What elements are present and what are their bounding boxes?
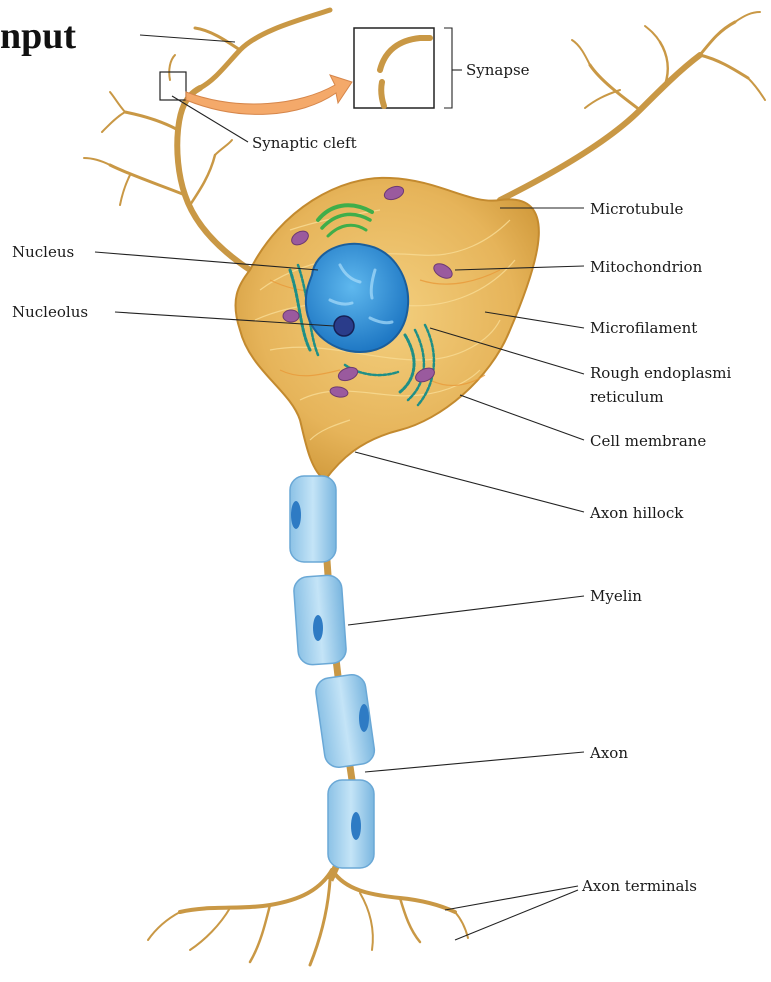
label-nucleus: Nucleus <box>12 243 74 261</box>
label-axon: Axon <box>589 744 628 762</box>
myelin-segment <box>328 780 374 868</box>
synapse-inset <box>160 28 462 114</box>
label-cell-membrane: Cell membrane <box>590 432 706 450</box>
nucleus <box>306 244 408 352</box>
input-title: nput <box>0 15 76 57</box>
label-axon-hillock: Axon hillock <box>589 504 684 522</box>
axon-terminals <box>148 870 468 965</box>
label-rough-er-line2: reticulum <box>590 388 664 406</box>
synapse-region-box <box>160 72 186 100</box>
label-axon-terminals: Axon terminals <box>581 877 697 895</box>
label-synaptic-cleft: Synaptic cleft <box>252 134 357 152</box>
nucleolus <box>334 316 354 336</box>
dendrites-right <box>500 12 765 200</box>
label-nucleolus: Nucleolus <box>12 303 88 321</box>
myelin-sheaths <box>290 476 376 868</box>
label-rough-er-line1: Rough endoplasmi <box>590 364 731 382</box>
label-mitochondrion: Mitochondrion <box>590 258 703 276</box>
label-microtubule: Microtubule <box>590 200 684 218</box>
label-microfilament: Microfilament <box>590 319 697 337</box>
label-synapse: Synapse <box>466 61 530 79</box>
label-myelin: Myelin <box>590 587 642 605</box>
